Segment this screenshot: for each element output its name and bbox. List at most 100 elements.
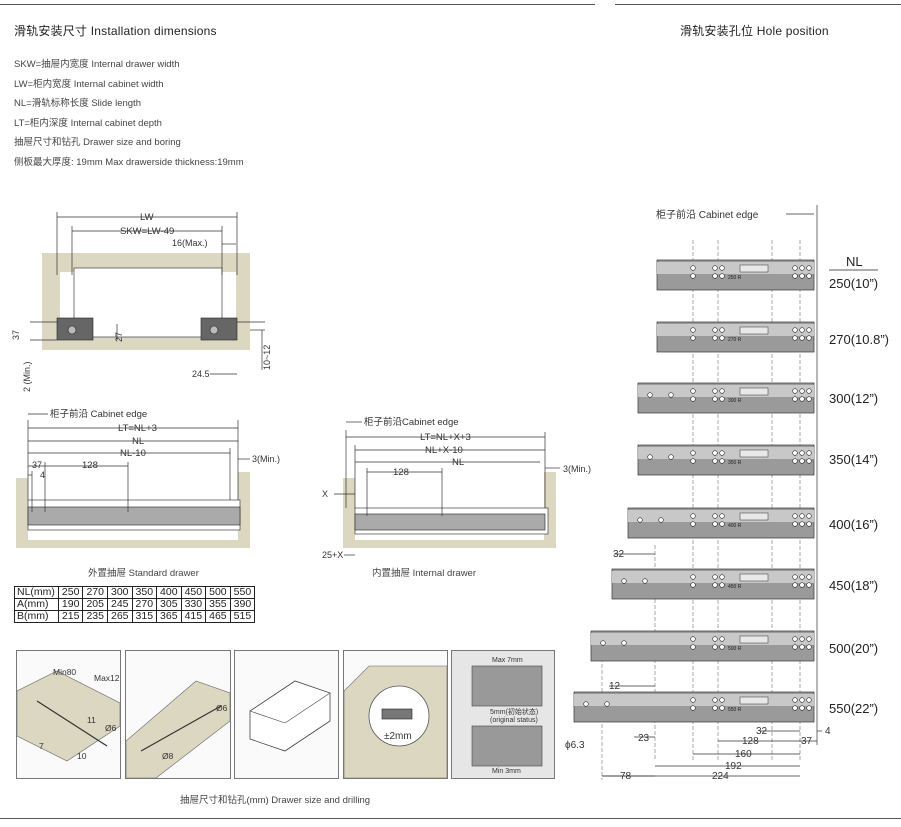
nl-label-550: 550(22”): [829, 701, 879, 716]
mounting-hole: [799, 644, 805, 650]
drill-panel-3: [234, 650, 339, 779]
rail-mark-label: 270 R: [728, 337, 742, 343]
mounting-hole: [792, 458, 798, 464]
mounting-hole: [799, 697, 805, 703]
mounting-hole: [806, 636, 812, 642]
drill-panel-5: Max 7mm 5mm(初始状态) (original status) Min …: [451, 650, 555, 779]
mounting-hole: [690, 697, 696, 703]
mounting-hole: [690, 327, 696, 333]
drill-panel-2: Ø6 Ø8: [125, 650, 231, 779]
drill-max12-label: Max12: [94, 673, 120, 683]
rail-slot: [739, 573, 769, 582]
dim-224-label: 224: [712, 771, 729, 782]
rail-slot: [739, 449, 769, 458]
mounting-hole: [792, 644, 798, 650]
mounting-hole: [799, 513, 805, 519]
drill-phi6-label: Ø6: [105, 723, 117, 733]
mounting-hole: [604, 701, 610, 707]
dim-min2-label: 2 (Min.): [22, 361, 32, 392]
table-cell: B(mm): [14, 610, 59, 623]
mounting-hole: [799, 705, 805, 711]
standard-128-label: 128: [82, 460, 98, 471]
nl-label-300: 300(12”): [829, 391, 879, 406]
internal-x25-label: 25+X: [322, 550, 343, 560]
dim-78-label: 78: [620, 771, 632, 782]
mounting-hole: [712, 582, 718, 588]
rail-mark-label: 400 R: [728, 523, 742, 529]
mounting-hole: [806, 644, 812, 650]
mounting-hole: [799, 335, 805, 341]
dim-lw-label: LW: [140, 212, 154, 223]
drill-panel-4: ±2mm: [343, 650, 448, 779]
mounting-hole: [792, 450, 798, 456]
definition-lw: LW=柜内宽度 Internal cabinet width: [14, 78, 164, 90]
dim-phi63-label: ϕ6.3: [565, 740, 585, 751]
mounting-hole: [806, 458, 812, 464]
nl-label-450: 450(18”): [829, 578, 879, 593]
drill-5mm-label: 5mm(初始状态): [490, 707, 538, 716]
section-title-hole-position: 滑轨安装孔位 Hole position: [680, 24, 829, 38]
definition-drawer-boring: 抽屉尺寸和钻孔 Drawer size and boring: [14, 137, 181, 148]
mounting-hole: [719, 335, 725, 341]
mounting-hole: [799, 636, 805, 642]
table-cell: 235: [82, 610, 108, 623]
definition-lt: LT=柜内深度 Internal cabinet depth: [14, 117, 162, 129]
dim-skw-label: SKW=LW-49: [120, 226, 174, 237]
drill-min3-label: Min 3mm: [492, 768, 521, 775]
drill-original-label: (original status): [490, 717, 538, 724]
mounting-hole: [712, 335, 718, 341]
mounting-hole: [719, 513, 725, 519]
internal-cabinet-shape: [343, 472, 556, 548]
dim-32b-label: 32: [756, 726, 768, 737]
mounting-hole: [712, 644, 718, 650]
nl-label-250: 250(10”): [829, 276, 879, 291]
mounting-hole: [719, 636, 725, 642]
rail-slot: [739, 264, 769, 273]
mounting-hole: [690, 582, 696, 588]
nl-label-500: 500(20”): [829, 641, 879, 656]
drill-phi6b-label: Ø6: [216, 703, 228, 713]
size-table: NL(mm) 250 270 300 350 400 450 500 550 A…: [14, 586, 256, 623]
mounting-hole: [792, 582, 798, 588]
dim-12-label: 12: [609, 681, 621, 692]
mounting-hole: [806, 697, 812, 703]
mounting-hole: [806, 450, 812, 456]
rail-mark-label: 550 R: [728, 707, 742, 713]
mounting-hole: [792, 705, 798, 711]
dim-1012-label: 10~12: [262, 345, 272, 370]
mounting-hole: [799, 521, 805, 527]
mounting-hole: [712, 265, 718, 271]
standard-rail-shape: [27, 506, 241, 526]
mounting-hole: [719, 327, 725, 333]
mounting-hole: [792, 327, 798, 333]
mounting-hole: [792, 636, 798, 642]
mounting-hole: [712, 396, 718, 402]
dim-37-label: 37: [801, 736, 813, 747]
standard-cabinet-shape: [16, 472, 250, 548]
drill-panel-3-drawing: [249, 680, 331, 752]
mounting-hole: [690, 396, 696, 402]
dim-192-label: 192: [725, 761, 742, 772]
mounting-hole: [690, 636, 696, 642]
drill-phi8-label: Ø8: [162, 751, 174, 761]
dim-32a-label: 32: [613, 549, 625, 560]
mounting-hole: [799, 327, 805, 333]
standard-4-label: 4: [40, 470, 45, 480]
mounting-hole: [799, 574, 805, 580]
mounting-hole: [799, 450, 805, 456]
nl-label-270: 270(10.8”): [829, 332, 889, 347]
definitions-list: SKW=抽屉内宽度 Internal drawer width LW=柜内宽度 …: [14, 55, 244, 172]
nl-label-400: 400(16”): [829, 517, 879, 532]
standard-min3-label: 3(Min.): [252, 454, 280, 464]
mounting-hole: [690, 644, 696, 650]
drill-min80-label: Min80: [53, 667, 76, 677]
mounting-hole: [719, 265, 725, 271]
drill-panel-5-drawing: Max 7mm 5mm(初始状态) (original status) Min …: [471, 657, 543, 775]
mounting-hole: [690, 273, 696, 279]
mounting-hole: [719, 388, 725, 394]
mounting-hole: [621, 640, 627, 646]
mounting-hole: [690, 335, 696, 341]
